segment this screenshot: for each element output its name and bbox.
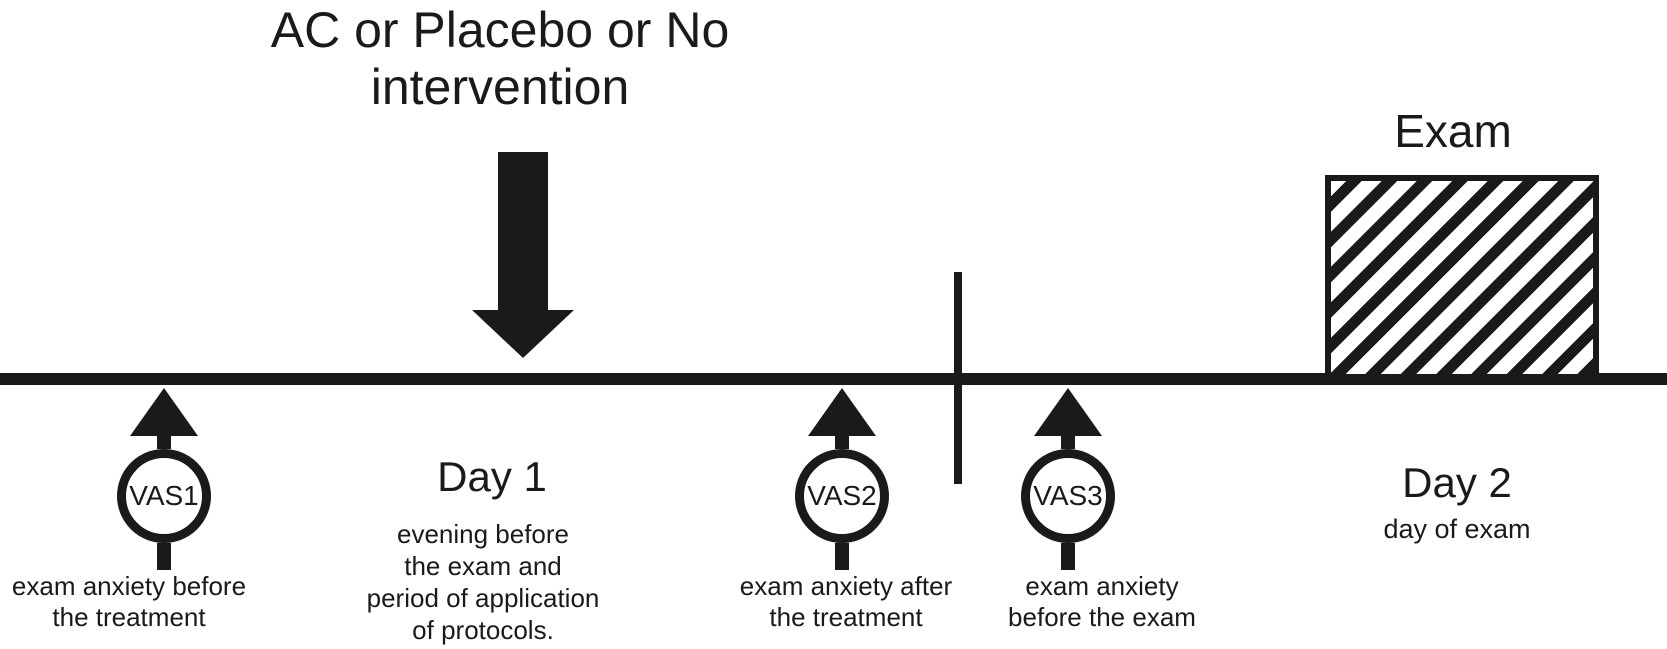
down-arrow-shaft bbox=[498, 152, 548, 312]
vas2-description: exam anxiety after the treatment bbox=[686, 571, 1006, 633]
vas3-label: VAS3 bbox=[1033, 480, 1103, 511]
vas3-tail bbox=[1061, 543, 1075, 570]
vas3-description-line1: exam anxiety bbox=[1025, 571, 1179, 601]
vas2-tail bbox=[835, 543, 849, 570]
vas1-description-line1: exam anxiety before bbox=[11, 571, 247, 601]
up-arrow-icon bbox=[808, 388, 876, 436]
day1-label: Day 1 bbox=[437, 453, 547, 500]
vas1-marker: VAS1 bbox=[114, 388, 214, 570]
vas3-circle: VAS3 bbox=[1021, 449, 1115, 543]
intervention-title-line2: intervention bbox=[370, 59, 630, 115]
vas2-stem bbox=[835, 436, 849, 449]
vas1-circle: VAS1 bbox=[117, 449, 211, 543]
vas3-description: exam anxiety before the exam bbox=[942, 571, 1262, 633]
vas2-marker: VAS2 bbox=[792, 388, 892, 570]
up-arrow-icon bbox=[130, 388, 198, 436]
vas1-description: exam anxiety before the treatment bbox=[0, 571, 258, 633]
day1-description: evening before the exam and period of ap… bbox=[333, 518, 633, 646]
vas2-description-line1: exam anxiety after bbox=[739, 571, 953, 601]
vas2-circle: VAS2 bbox=[795, 449, 889, 543]
vas2-label: VAS2 bbox=[807, 480, 877, 511]
vas1-tail bbox=[157, 543, 171, 570]
intervention-title: AC or Placebo or No intervention bbox=[150, 2, 850, 116]
day1-description-line3: period of application bbox=[366, 583, 600, 613]
exam-label: Exam bbox=[1394, 105, 1512, 157]
day2-label: Day 2 bbox=[1402, 459, 1512, 506]
vas3-description-line2: before the exam bbox=[1008, 602, 1196, 632]
day1-description-line2: the exam and bbox=[404, 551, 562, 581]
down-arrow-head bbox=[472, 310, 574, 358]
vas3-stem bbox=[1061, 436, 1075, 449]
exam-hatched-box-icon bbox=[1325, 175, 1599, 380]
day1-description-line1: evening before bbox=[396, 519, 570, 549]
up-arrow-icon bbox=[1034, 388, 1102, 436]
vas3-marker: VAS3 bbox=[1018, 388, 1118, 570]
vas1-label: VAS1 bbox=[129, 480, 199, 511]
timeline-axis bbox=[0, 373, 1667, 385]
day2-description: day of exam bbox=[1383, 514, 1531, 544]
day-separator-line bbox=[954, 272, 962, 484]
vas1-description-line2: the treatment bbox=[52, 602, 206, 632]
day1-description-line4: of protocols. bbox=[412, 615, 554, 645]
intervention-title-line1: AC or Placebo or No bbox=[270, 2, 730, 58]
vas1-stem bbox=[157, 436, 171, 449]
vas2-description-line2: the treatment bbox=[769, 602, 923, 632]
